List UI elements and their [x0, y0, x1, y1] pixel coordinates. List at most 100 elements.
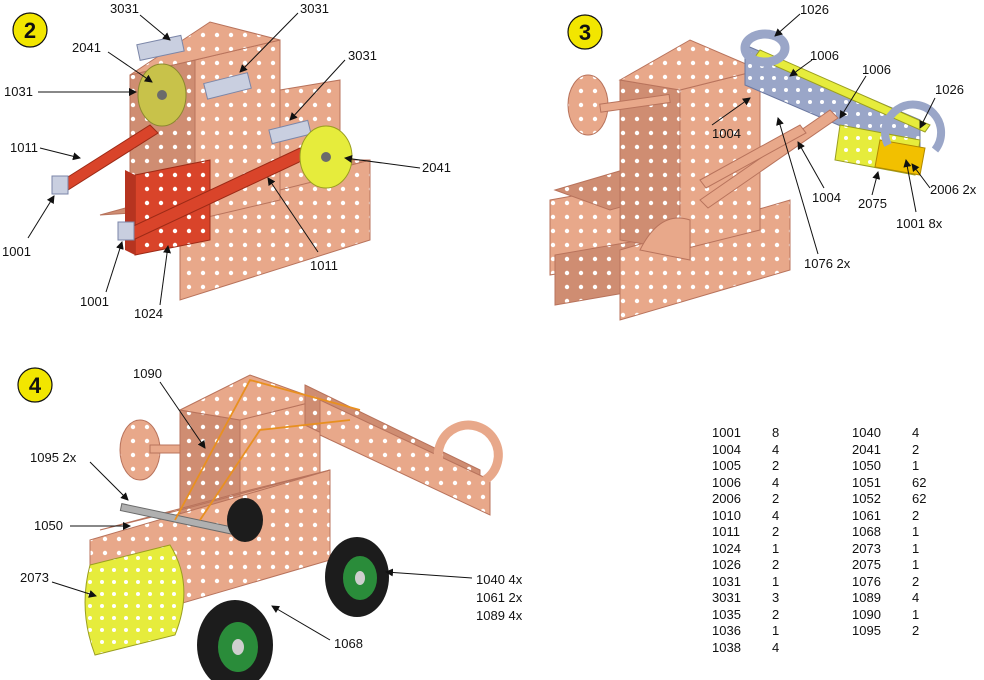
- part-code: 1050: [852, 458, 881, 473]
- part-quantity: 2: [772, 491, 780, 506]
- label-s2-2041-b: 2041: [422, 160, 451, 175]
- part-quantity: 4: [772, 441, 780, 457]
- part-code: 1061: [852, 507, 881, 523]
- part-code: 1005: [712, 458, 741, 473]
- step-3-assembly: 3 1026 1006 1006 1026: [549, 2, 977, 321]
- part-code: 1068: [852, 524, 881, 539]
- label-s3-1076: 1076 2x: [804, 256, 851, 271]
- part-code: 1006: [712, 474, 741, 490]
- part-code: 1090: [852, 606, 881, 622]
- part-code: 1011: [712, 524, 740, 539]
- step-4-assembly: 4 1090: [17, 366, 523, 680]
- label-s3-1006-a: 1006: [810, 48, 839, 63]
- part-code: 1031: [712, 573, 741, 589]
- part-quantity: 62: [912, 491, 927, 506]
- label-s4-2073: 2073: [20, 570, 49, 585]
- part-quantity: 2: [912, 441, 920, 457]
- bracket-1001-a: [51, 175, 69, 195]
- label-s2-1011-b: 1011: [310, 258, 338, 273]
- part-code: 1095: [852, 623, 881, 638]
- label-s4-1095: 1095 2x: [30, 450, 77, 465]
- part-quantity: 8: [772, 425, 780, 440]
- part-code: 1004: [712, 441, 741, 457]
- part-quantity: 2: [772, 458, 780, 473]
- bracket-3031-b: [203, 72, 252, 100]
- part-quantity: 1: [772, 540, 780, 556]
- part-code: 1089: [852, 590, 881, 605]
- part-quantity: 1: [912, 524, 920, 539]
- part-quantity: 4: [772, 474, 780, 490]
- red-box-side: [125, 170, 135, 255]
- part-code: 1036: [712, 623, 741, 638]
- part-code: 2041: [852, 441, 881, 457]
- part-quantity: 2: [912, 623, 920, 638]
- label-s4-1090: 1090: [133, 366, 162, 381]
- part-quantity: 2: [912, 507, 920, 523]
- s4-string-1090: [174, 378, 361, 521]
- label-s2-1001-b: 1001: [80, 294, 109, 309]
- label-s3-1001: 1001 8x: [896, 216, 943, 231]
- bracket-1001-b: [117, 221, 135, 241]
- part-code: 2006: [712, 491, 741, 506]
- label-s3-1004-a: 1004: [712, 126, 741, 141]
- label-s3-1026-a: 1026: [800, 2, 829, 17]
- part-quantity: 4: [912, 590, 920, 605]
- step-2-badge: [12, 12, 48, 48]
- parts-list-right: 1040 4 2041 2 1050 1 1051 62 1052 62 1061 2 1068 1 207…: [852, 425, 962, 655]
- part-code: 2075: [852, 557, 881, 572]
- s3-arm-yellow-top: [754, 49, 931, 133]
- label-s2-2041-a: 2041: [72, 40, 101, 55]
- part-quantity: 1: [772, 623, 780, 638]
- wheel-rear: [325, 537, 389, 617]
- label-s3-1006-b: 1006: [862, 62, 891, 77]
- label-s3-1004-b: 1004: [812, 190, 841, 205]
- part-quantity: 1: [912, 540, 920, 556]
- step-3-badge: [567, 14, 603, 50]
- part-quantity: 1: [912, 458, 920, 473]
- step-4-number: 4: [29, 373, 42, 398]
- s3-disc-1026-a: [740, 29, 790, 67]
- step-2-number: 2: [24, 18, 36, 43]
- part-quantity: 4: [912, 425, 920, 440]
- step-4-badge: [17, 367, 53, 403]
- label-s3-2075: 2075: [858, 196, 887, 211]
- bracket-3031-a: [136, 34, 185, 61]
- label-s4-1089: 1089 4x: [476, 608, 523, 623]
- label-s4-1050: 1050: [34, 518, 63, 533]
- label-s3-1026-b: 1026: [935, 82, 964, 97]
- label-s2-3031-a: 3031: [110, 1, 139, 16]
- label-s4-1040: 1040 4x: [476, 572, 523, 587]
- bracket-3031-c: [268, 119, 312, 145]
- label-s2-1001-a: 1001: [2, 244, 31, 259]
- label-s2-1024: 1024: [134, 306, 163, 321]
- part-quantity: 1: [772, 573, 780, 589]
- label-s2-1011-a: 1011: [10, 140, 38, 155]
- wheel-front: [197, 600, 273, 680]
- label-s3-2006: 2006 2x: [930, 182, 977, 197]
- part-quantity: 1: [912, 557, 920, 572]
- part-code: 1052: [852, 491, 881, 506]
- part-code: 1051: [852, 474, 881, 490]
- part-code: 1038: [712, 639, 741, 655]
- step-2-assembly: 2 3031 3031 2041 1031 3031 1011 2041 100…: [2, 1, 451, 321]
- label-s4-1068: 1068: [334, 636, 363, 651]
- label-s2-3031-b: 3031: [300, 1, 329, 16]
- part-quantity: 3: [772, 590, 780, 605]
- part-code: 1010: [712, 507, 741, 523]
- tower-top: [129, 21, 281, 76]
- part-code: 1024: [712, 540, 741, 556]
- part-code: 1076: [852, 573, 881, 589]
- label-s2-1031: 1031: [4, 84, 33, 99]
- part-code: 1040: [852, 425, 881, 440]
- part-quantity: 2: [912, 573, 920, 589]
- part-quantity: 62: [912, 474, 927, 490]
- part-code: 1001: [712, 425, 741, 440]
- part-quantity: 2: [772, 557, 780, 572]
- part-code: 1035: [712, 606, 741, 622]
- part-code: 1026: [712, 557, 741, 572]
- part-quantity: 4: [772, 507, 780, 523]
- label-s4-1061: 1061 2x: [476, 590, 523, 605]
- s3-hook-1026-b: [881, 100, 946, 153]
